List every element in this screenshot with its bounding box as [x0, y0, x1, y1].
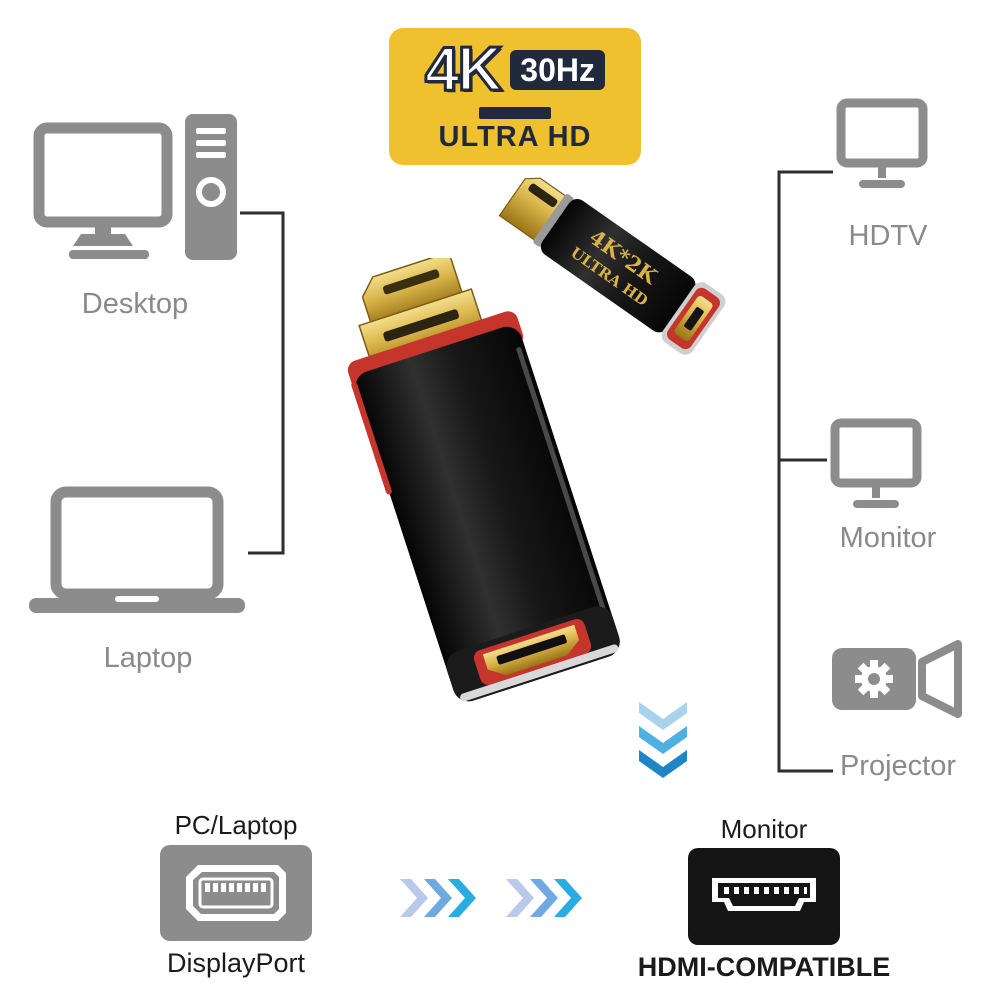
badge-ultrahd-text: ULTRA HD: [438, 121, 592, 153]
dp-to-hdmi-adapter-main: [347, 258, 620, 702]
displayport-label: DisplayPort: [166, 948, 306, 978]
laptop-icon: [29, 486, 245, 613]
projector-label: Projector: [839, 750, 957, 782]
laptop-label: Laptop: [103, 642, 193, 674]
desktop-icon: [33, 114, 237, 260]
dp-to-hdmi-adapter-small: 4K*2K ULTRA HD: [498, 177, 726, 355]
displayport-port-icon: [160, 845, 312, 941]
adapter-small-body: [540, 199, 696, 333]
hdtv-label: HDTV: [848, 220, 928, 252]
monitor-label-right: Monitor: [839, 522, 937, 554]
badge-top-row: 4K 30Hz: [424, 35, 605, 104]
right-arrow-group-1: [400, 879, 476, 917]
pc-laptop-label: PC/Laptop: [174, 810, 298, 840]
desktop-label: Desktop: [81, 288, 189, 320]
badge-4k-text: 4K: [424, 35, 504, 104]
right-arrows-icon: [400, 879, 582, 917]
projector-icon: [832, 640, 962, 718]
down-arrows-icon: [639, 702, 687, 778]
4k-ultrahd-badge: 4K 30Hz ULTRA HD: [389, 28, 641, 165]
hdmi-port-icon: [688, 848, 840, 945]
badge-30hz-text: 30Hz: [510, 50, 605, 90]
monitor-icon: [830, 418, 922, 508]
badge-divider-bar: [479, 107, 551, 119]
right-arrow-group-2: [506, 879, 582, 917]
adapter-body: [355, 326, 620, 702]
monitor-label-bottom: Monitor: [720, 814, 808, 844]
hdtv-icon: [836, 98, 928, 188]
hdmi-compatible-label: HDMI-COMPATIBLE: [637, 952, 891, 982]
